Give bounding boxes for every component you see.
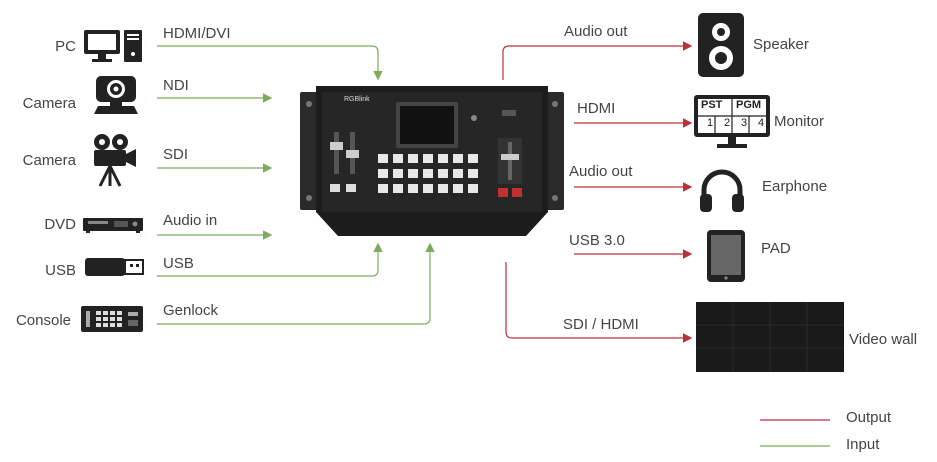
output-device-label: Monitor bbox=[774, 113, 825, 130]
switcher-brand: RGBlink bbox=[344, 96, 370, 103]
input-signal-label: USB bbox=[163, 255, 194, 272]
output-signal-label: Audio out bbox=[564, 23, 628, 40]
input-line-hdmi-dvi bbox=[157, 45, 383, 81]
output-line-sdi-hdmi bbox=[505, 262, 693, 343]
input-device-label: DVD bbox=[44, 216, 76, 233]
tablet-icon bbox=[707, 230, 745, 282]
usb-drive-icon bbox=[85, 258, 144, 276]
output-device-label: PAD bbox=[761, 240, 791, 257]
output-device-label: Video wall bbox=[849, 331, 918, 348]
output-signal-label: HDMI bbox=[577, 100, 616, 117]
input-device-label: USB bbox=[45, 262, 76, 279]
input-line-genlock bbox=[157, 242, 435, 325]
output-signal-label: Audio out bbox=[569, 163, 633, 180]
legend-output-label: Output bbox=[846, 409, 892, 426]
output-signal-label: USB 3.0 bbox=[569, 232, 625, 249]
speaker-icon bbox=[698, 13, 744, 77]
monitor-num-3: 3 bbox=[741, 117, 748, 129]
input-line-usb bbox=[157, 242, 383, 277]
monitor-pst-label: PST bbox=[701, 99, 723, 111]
input-device-label: Camera bbox=[22, 152, 76, 169]
input-signal-label: Genlock bbox=[163, 302, 219, 319]
console-icon bbox=[81, 306, 143, 332]
video-switcher-icon bbox=[300, 86, 564, 236]
output-device-label: Earphone bbox=[762, 178, 828, 195]
monitor-num-1: 1 bbox=[707, 117, 714, 129]
pc-icon bbox=[84, 30, 142, 62]
input-device-label: PC bbox=[55, 38, 76, 55]
input-device-label: Console bbox=[15, 312, 71, 329]
monitor-icon bbox=[694, 95, 770, 148]
input-signal-label: SDI bbox=[163, 146, 189, 163]
dvd-player-icon bbox=[83, 218, 143, 233]
output-signal-label: SDI / HDMI bbox=[563, 316, 639, 333]
output-device-label: Speaker bbox=[753, 36, 809, 53]
ptz-camera-icon bbox=[94, 76, 138, 114]
output-line-audio-out bbox=[502, 41, 693, 80]
input-signal-label: NDI bbox=[163, 77, 189, 94]
video-wall-icon bbox=[696, 302, 844, 372]
headphone-icon bbox=[700, 169, 744, 212]
input-signal-label: HDMI/DVI bbox=[163, 25, 231, 42]
monitor-pgm-label: PGM bbox=[736, 99, 762, 111]
monitor-num-4: 4 bbox=[758, 117, 765, 129]
monitor-num-2: 2 bbox=[724, 117, 731, 129]
legend-input-label: Input bbox=[846, 436, 880, 453]
input-signal-label: Audio in bbox=[163, 212, 218, 229]
video-camera-icon bbox=[94, 134, 136, 187]
input-device-label: Camera bbox=[22, 95, 76, 112]
